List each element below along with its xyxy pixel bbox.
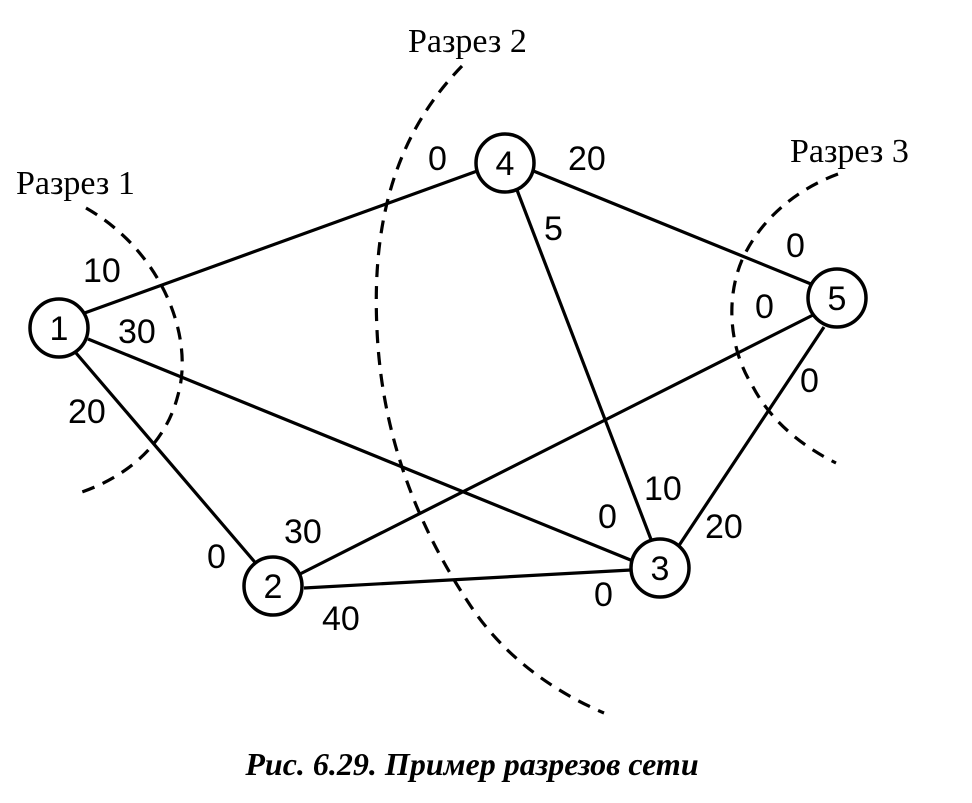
node-1: 1 xyxy=(28,297,90,359)
edges xyxy=(74,168,826,590)
edge-2-5-to-value: 0 xyxy=(755,288,774,326)
node-3: 3 xyxy=(629,537,691,599)
node-1-label: 1 xyxy=(50,310,69,348)
edge-1-3-to-value: 0 xyxy=(598,498,617,536)
edge-2-3 xyxy=(303,568,632,590)
edge-4-3-from-value: 5 xyxy=(544,210,563,248)
cut-3-curve xyxy=(730,172,839,465)
edge-3-5-from-value: 20 xyxy=(705,508,743,546)
edge-values: 10 0 30 0 20 0 30 0 40 0 20 0 5 10 20 0 xyxy=(68,140,819,638)
edge-1-3-from-value: 30 xyxy=(118,313,156,351)
node-5: 5 xyxy=(806,267,868,329)
edge-1-3 xyxy=(87,337,634,563)
edge-4-3 xyxy=(515,189,654,543)
node-4: 4 xyxy=(474,132,536,194)
node-2: 2 xyxy=(242,555,304,617)
node-2-label: 2 xyxy=(264,568,283,606)
edge-2-3-from-value: 40 xyxy=(322,600,360,638)
edge-1-2-to-value: 0 xyxy=(207,538,226,576)
figure-caption: Рис. 6.29. Пример разрезов сети xyxy=(244,746,698,782)
edge-4-5-to-value: 0 xyxy=(786,227,805,265)
cut-1-label: Разрез 1 xyxy=(16,165,135,202)
edge-1-2-from-value: 20 xyxy=(68,393,106,431)
cut-2-label: Разрез 2 xyxy=(408,23,527,60)
cut-3-label: Разрез 3 xyxy=(790,133,909,170)
edge-1-2 xyxy=(74,351,261,569)
edge-4-3-to-value: 10 xyxy=(644,470,682,508)
edge-2-5 xyxy=(299,312,816,576)
node-3-label: 3 xyxy=(651,550,670,588)
edge-4-5-from-value: 20 xyxy=(568,140,606,178)
edge-3-5 xyxy=(674,326,826,551)
edge-2-5-from-value: 30 xyxy=(284,513,322,551)
cut-1-curve xyxy=(75,206,184,496)
edge-1-4 xyxy=(78,168,481,317)
edge-4-5 xyxy=(530,168,812,286)
cut-2-curve xyxy=(374,64,605,715)
edge-1-4-from-value: 10 xyxy=(83,252,121,290)
edge-2-3-to-value: 0 xyxy=(594,576,613,614)
edge-3-5-to-value: 0 xyxy=(800,362,819,400)
edge-1-4-to-value: 0 xyxy=(428,140,447,178)
node-5-label: 5 xyxy=(828,280,847,318)
node-4-label: 4 xyxy=(496,145,515,183)
cut-labels: Разрез 1 Разрез 2 Разрез 3 xyxy=(16,23,909,202)
nodes: 1 2 3 4 5 xyxy=(28,132,868,617)
cut-lines xyxy=(75,64,839,715)
